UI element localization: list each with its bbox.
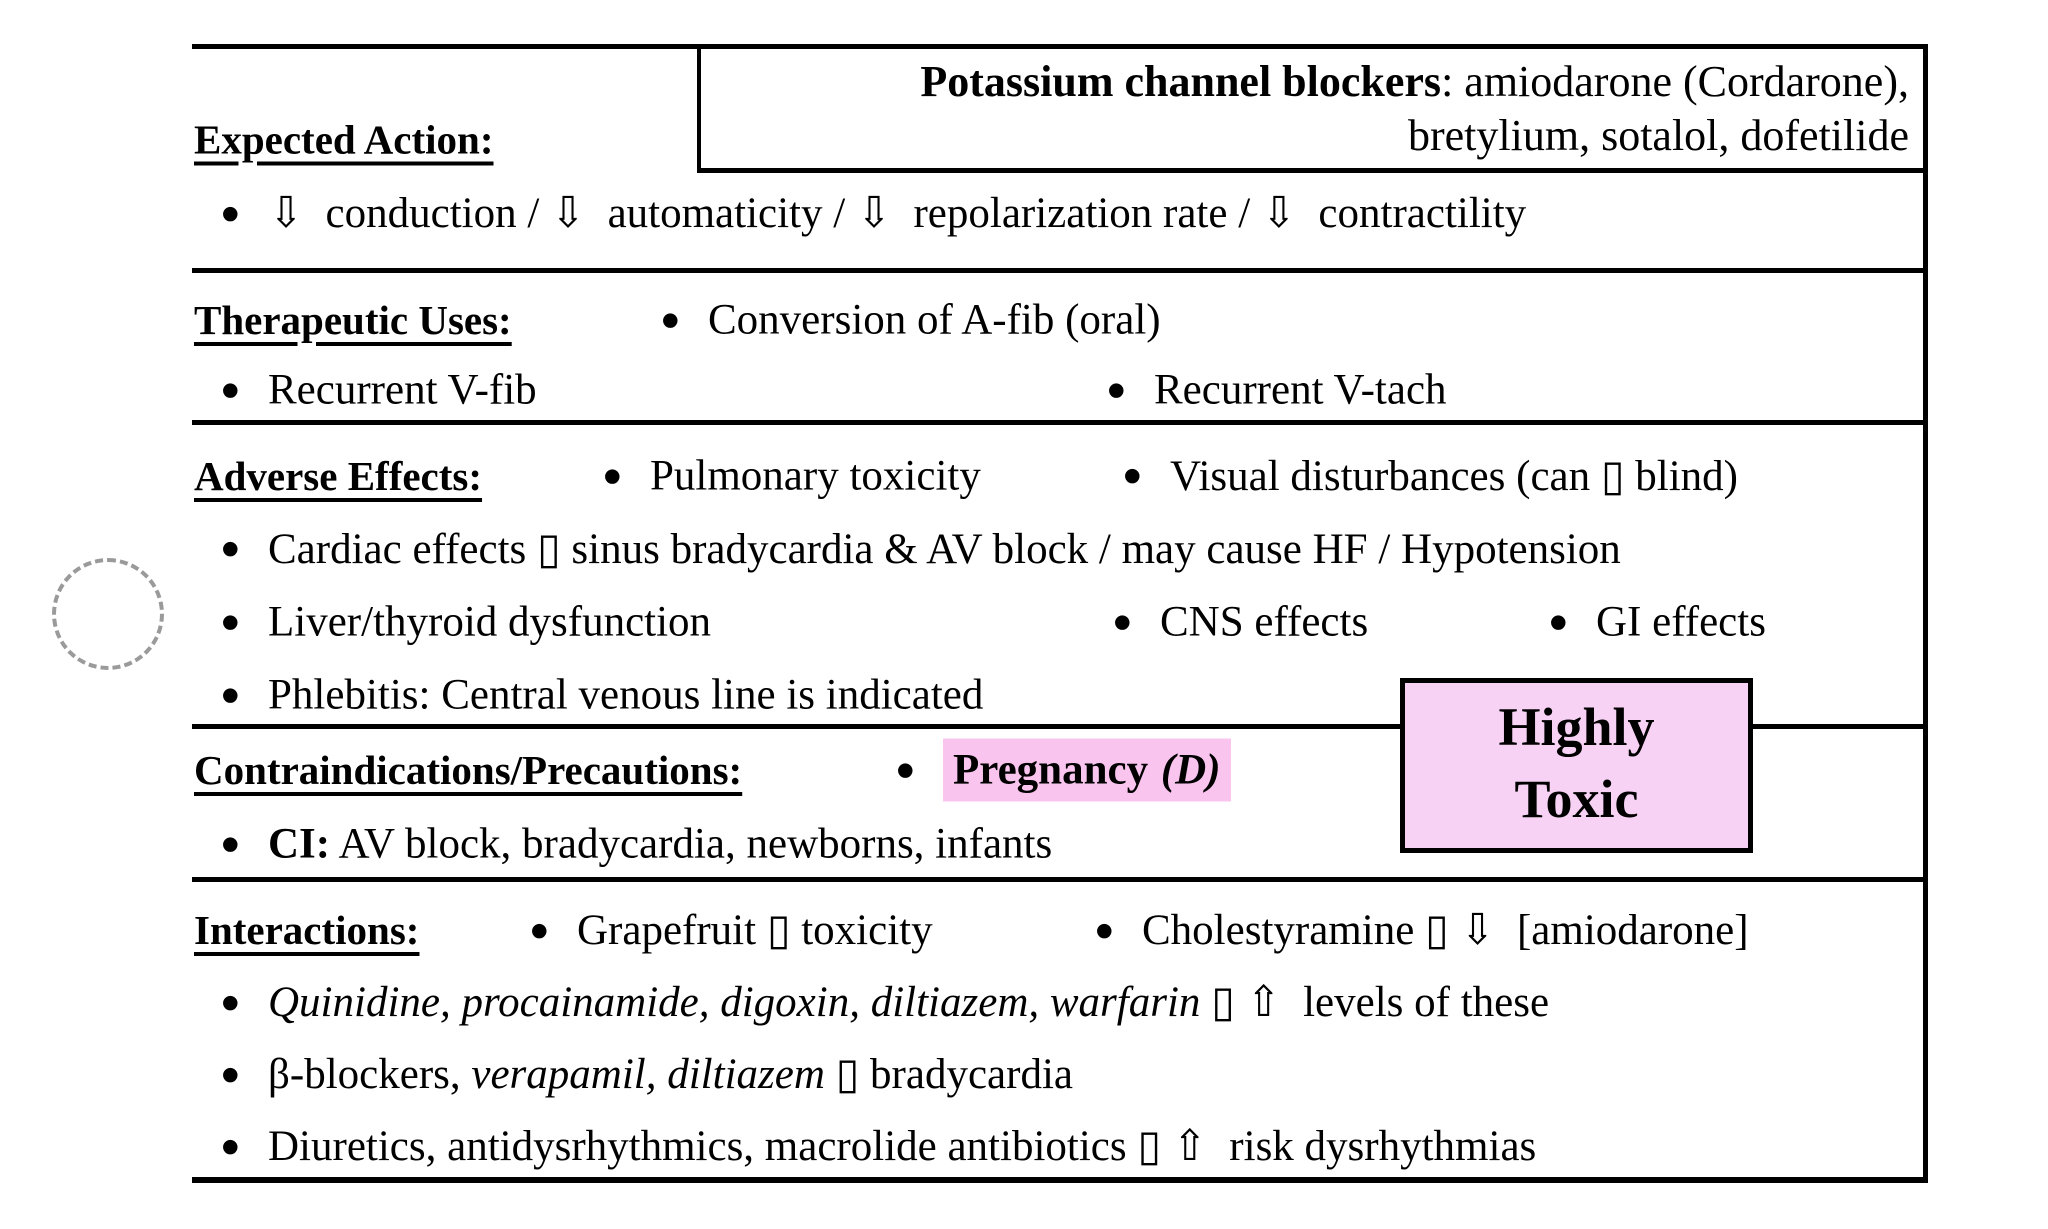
bullet-marker — [1108, 381, 1154, 400]
bullet-marker — [531, 921, 577, 940]
expected-action-bullet-line: ⇩ conduction / ⇩ automaticity / ⇩ repola… — [192, 173, 1923, 253]
list-item: Recurrent V-fib — [222, 366, 537, 415]
interactions-line-2: Quinidine, procainamide, digoxin, diltia… — [192, 966, 1923, 1038]
list-item: Grapefruit ▯ toxicity — [531, 905, 933, 955]
item-text: ⇩ conduction / ⇩ automaticity / ⇩ repola… — [268, 190, 1527, 237]
bullet-marker — [222, 204, 268, 223]
header-strip: Expected Action: Potassium channel block… — [192, 49, 1923, 173]
drug-class-line-2: bretylium, sotalol, dofetilide — [1407, 110, 1909, 160]
adverse-line-2: Cardiac effects ▯ sinus bradycardia & AV… — [192, 512, 1923, 585]
item-text: Cardiac effects ▯ sinus bradycardia & AV… — [268, 525, 1621, 573]
item-text: Grapefruit ▯ toxicity — [577, 907, 933, 954]
toxic-line-1: Highly — [1498, 696, 1655, 757]
item-text: Visual disturbances (can ▯ blind) — [1170, 452, 1738, 500]
adverse-line-3: Liver/thyroid dysfunction CNS effects GI… — [192, 585, 1923, 658]
list-item: CNS effects — [1114, 597, 1368, 646]
contraindications-line-2: CI: AV block, bradycardia, newborns, inf… — [192, 807, 1923, 881]
list-item: Phlebitis: Central venous line is indica… — [222, 670, 983, 719]
list-item: Diuretics, antidysrhythmics, macrolide a… — [222, 1121, 1536, 1171]
list-item: β-blockers, verapamil, diltiazem ▯ brady… — [222, 1049, 1073, 1099]
row-expected-action: Expected Action: Potassium channel block… — [192, 49, 1923, 268]
row-therapeutic-uses: Therapeutic Uses: Conversion of A-fib (o… — [192, 268, 1923, 420]
dashed-circle-annotation — [52, 558, 164, 670]
item-text: CNS effects — [1160, 598, 1369, 645]
expected-action-heading: Expected Action: — [194, 116, 494, 163]
list-item: Pulmonary toxicity — [604, 451, 981, 500]
row-adverse-effects: Adverse Effects: Pulmonary toxicity Visu… — [192, 420, 1923, 724]
list-item: GI effects — [1550, 597, 1766, 646]
bullet-marker — [222, 1065, 268, 1084]
bullet-marker — [1096, 921, 1142, 940]
contraindications-heading: Contraindications/Precautions: — [194, 747, 743, 793]
list-item: Cholestyramine ▯ ⇩ [amiodarone] — [1096, 905, 1749, 955]
toxic-line-2: Toxic — [1514, 768, 1639, 829]
interactions-line-1: Interactions: Grapefruit ▯ toxicity Chol… — [192, 894, 1923, 966]
bullet-marker — [222, 993, 268, 1012]
bullet-marker — [222, 381, 268, 400]
list-item: Pregnancy (D) — [897, 738, 1231, 802]
item-text: Cholestyramine ▯ ⇩ [amiodarone] — [1142, 907, 1749, 954]
drug-class-line-1: Potassium channel blockers: amiodarone (… — [920, 56, 1909, 106]
bullet-marker — [897, 761, 943, 780]
interactions-line-4: Diuretics, antidysrhythmics, macrolide a… — [192, 1110, 1923, 1182]
bullet-marker — [222, 1137, 268, 1156]
item-text: Recurrent V-tach — [1154, 366, 1447, 414]
bullet-marker — [1124, 466, 1170, 485]
item-text: Phlebitis: Central venous line is indica… — [268, 671, 984, 718]
list-item: Recurrent V-tach — [1108, 366, 1447, 415]
contraindications-line-1: Contraindications/Precautions: Pregnancy… — [192, 733, 1923, 807]
bullet-marker — [222, 835, 268, 854]
list-item: Quinidine, procainamide, digoxin, diltia… — [222, 977, 1549, 1027]
list-item: Cardiac effects ▯ sinus bradycardia & AV… — [222, 524, 1621, 574]
item-text: GI effects — [1596, 598, 1766, 645]
bullet-marker — [1114, 612, 1160, 631]
interactions-line-3: β-blockers, verapamil, diltiazem ▯ brady… — [192, 1038, 1923, 1110]
drug-table: Expected Action: Potassium channel block… — [192, 44, 1928, 1183]
bullet-marker — [222, 539, 268, 558]
bullet-marker — [222, 685, 268, 704]
therapeutic-heading: Therapeutic Uses: — [194, 297, 512, 343]
adverse-effects-heading: Adverse Effects: — [194, 452, 483, 499]
list-item: Visual disturbances (can ▯ blind) — [1124, 451, 1738, 501]
bullet-marker — [222, 612, 268, 631]
item-text: Liver/thyroid dysfunction — [268, 598, 712, 645]
therapeutic-line-2: Recurrent V-fib Recurrent V-tach — [192, 355, 1923, 425]
bullet-marker — [1550, 612, 1596, 631]
interactions-heading: Interactions: — [194, 907, 420, 953]
item-text: Recurrent V-fib — [268, 366, 537, 414]
drug-class-box: Potassium channel blockers: amiodarone (… — [697, 49, 1923, 173]
bullet-marker — [604, 466, 650, 485]
adverse-line-1: Adverse Effects: Pulmonary toxicity Visu… — [192, 439, 1923, 512]
item-text: Diuretics, antidysrhythmics, macrolide a… — [268, 1123, 1537, 1170]
list-item: CI: AV block, bradycardia, newborns, inf… — [222, 820, 1052, 869]
item-text: β-blockers, verapamil, diltiazem ▯ brady… — [268, 1051, 1073, 1098]
pregnancy-highlight: Pregnancy (D) — [943, 738, 1231, 802]
bullet-marker — [662, 311, 708, 330]
list-item: Conversion of A-fib (oral) — [662, 296, 1161, 345]
item-text: Pulmonary toxicity — [650, 452, 981, 499]
list-item: ⇩ conduction / ⇩ automaticity / ⇩ repola… — [222, 188, 1526, 238]
adverse-line-4: Phlebitis: Central venous line is indica… — [192, 658, 1923, 731]
item-text: Conversion of A-fib (oral) — [708, 296, 1161, 344]
item-text: CI: AV block, bradycardia, newborns, inf… — [268, 820, 1053, 868]
highly-toxic-badge: Highly Toxic — [1400, 678, 1753, 853]
list-item: Liver/thyroid dysfunction — [222, 597, 711, 646]
item-text: Quinidine, procainamide, digoxin, diltia… — [268, 979, 1550, 1026]
row-interactions: Interactions: Grapefruit ▯ toxicity Chol… — [192, 877, 1923, 1177]
therapeutic-line-1: Therapeutic Uses: Conversion of A-fib (o… — [192, 285, 1923, 355]
row-contraindications: Contraindications/Precautions: Pregnancy… — [192, 724, 1923, 877]
